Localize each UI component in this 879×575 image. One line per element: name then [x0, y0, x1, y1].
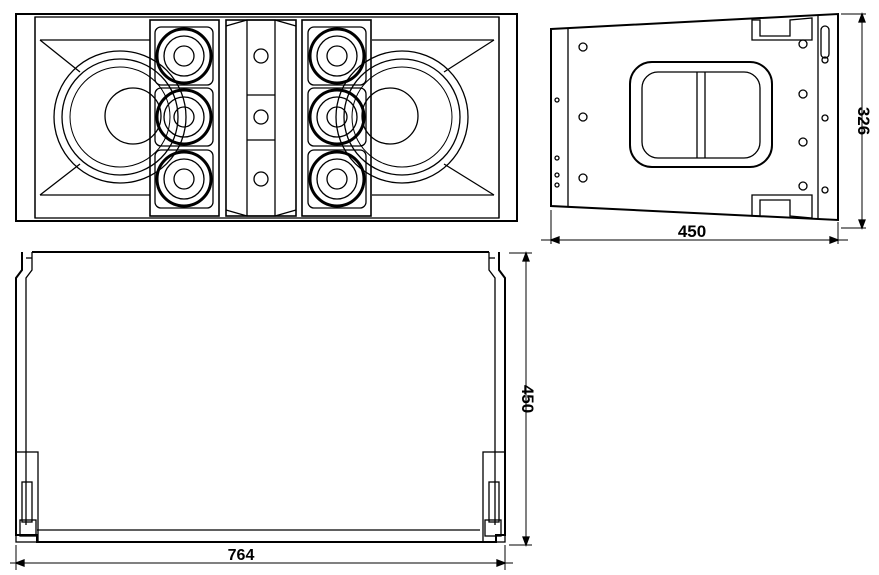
mid-driver-right-2	[307, 87, 367, 147]
dim-top-width: 764	[228, 547, 255, 564]
left-mid-column	[149, 19, 220, 217]
mid-driver-right-3	[307, 149, 367, 209]
left-woofer	[39, 39, 187, 196]
dim-side-height: 326	[854, 107, 873, 135]
front-view	[15, 13, 518, 222]
right-woofer	[335, 39, 495, 196]
dim-top-depth: 450	[518, 385, 537, 413]
dim-side-depth: 450	[678, 222, 706, 241]
side-view	[541, 12, 866, 244]
mid-driver-left-2	[154, 87, 214, 147]
mid-driver-left-3	[154, 149, 214, 209]
hf-waveguide	[225, 19, 297, 217]
mid-driver-left-1	[154, 26, 214, 86]
mid-driver-right-1	[307, 26, 367, 86]
top-view	[10, 251, 532, 570]
right-mid-column	[301, 19, 372, 217]
